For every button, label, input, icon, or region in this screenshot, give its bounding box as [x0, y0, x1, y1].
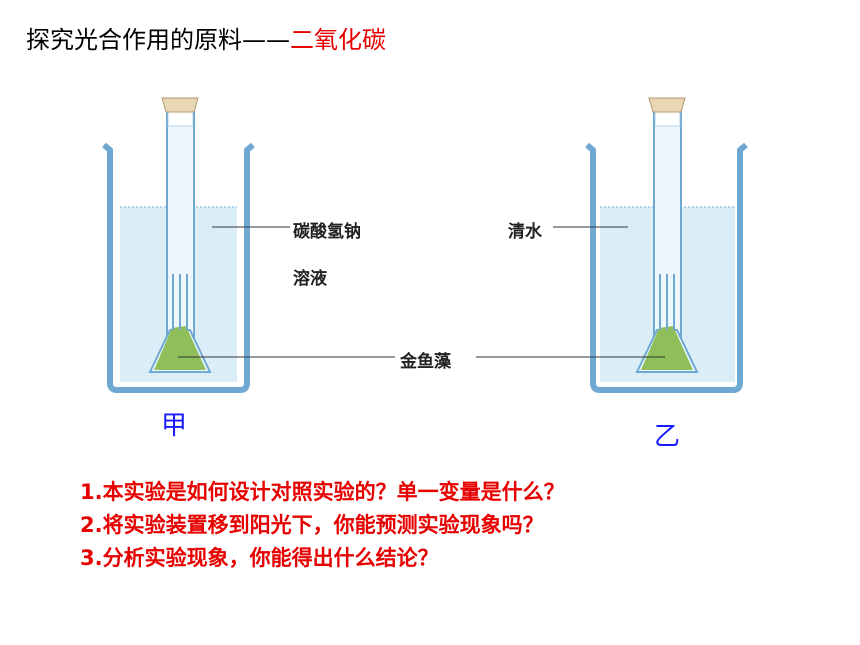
- question-item: 2.将实验装置移到阳光下，你能预测实验现象吗？: [80, 513, 544, 537]
- title-highlight: 二氧化碳: [290, 26, 386, 54]
- label-left-solution-line1: 碳酸氢钠: [293, 222, 361, 242]
- tube-right-stem: [659, 274, 675, 330]
- beaker-right-wall: [585, 142, 748, 393]
- caption-right: 乙: [654, 422, 681, 452]
- question-list: 1.本实验是如何设计对照实验的？单一变量是什么？ 2.将实验装置移到阳光下，你能…: [80, 476, 565, 575]
- test-tube-right: [635, 97, 699, 373]
- question-item: 1.本实验是如何设计对照实验的？单一变量是什么？: [80, 480, 565, 504]
- caption-left: 甲: [161, 411, 188, 441]
- label-left-solution-line2: 溶液: [293, 269, 327, 289]
- stopper-right: [648, 97, 686, 113]
- tube-left-air: [167, 111, 194, 127]
- label-plant: 金鱼藻: [400, 352, 451, 372]
- question-item: 3.分析实验现象，你能得出什么结论？: [80, 546, 439, 570]
- test-tube-left: [148, 97, 212, 373]
- tube-left-stem: [172, 274, 188, 330]
- label-right-solution: 清水: [508, 222, 542, 242]
- stopper-left: [161, 97, 199, 113]
- title-main: 探究光合作用的原料——: [26, 26, 290, 54]
- beaker-left-wall: [102, 142, 255, 393]
- page-title: 探究光合作用的原料——二氧化碳: [26, 20, 386, 55]
- tube-right-air: [654, 111, 681, 127]
- plant-left: [154, 326, 206, 370]
- plant-right: [641, 326, 693, 370]
